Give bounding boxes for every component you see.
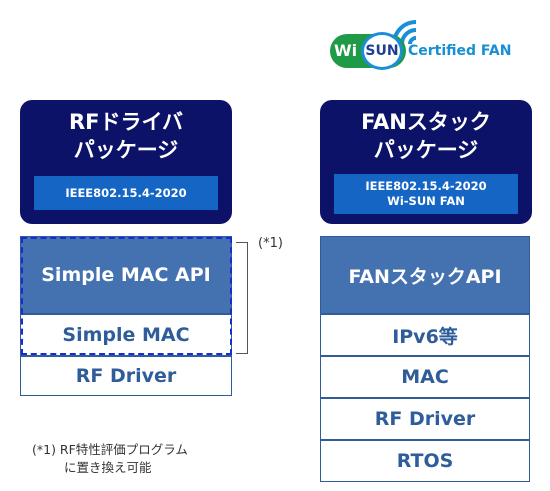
annotation-bracket	[236, 242, 248, 354]
mac-label: MAC	[401, 366, 449, 388]
wi-sun-certified-fan-logo: Wi SUN Certified FAN	[330, 18, 520, 76]
rf-driver-package-title-1: RFドライバ	[68, 110, 184, 134]
footnote-line-2: に置き換え可能	[64, 460, 152, 475]
fan-stack-package-title-1: FANスタック	[361, 110, 491, 134]
logo-sun-text: SUN	[365, 43, 399, 59]
logo-wi-text: Wi	[334, 41, 358, 60]
fan-stack-standard-2: Wi-SUN FAN	[387, 194, 465, 208]
rf-driver-package: RFドライバ パッケージ IEEE802.15.4-2020	[20, 100, 232, 224]
fan-stack-api-label: FANスタックAPI	[348, 265, 502, 288]
left-rf-driver-layer: RF Driver	[20, 356, 232, 396]
footnote-line-1: (*1) RF特性評価プログラム	[32, 442, 188, 457]
ipv6-layer: IPv6等	[320, 314, 530, 356]
left-rf-driver-label: RF Driver	[75, 365, 177, 387]
simple-mac-api-label: Simple MAC API	[41, 264, 211, 286]
right-rf-driver-layer: RF Driver	[320, 398, 530, 440]
logo-certified-text: Certified FAN	[408, 43, 512, 59]
rtos-layer: RTOS	[320, 440, 530, 482]
mac-layer: MAC	[320, 356, 530, 398]
right-rf-driver-label: RF Driver	[374, 408, 476, 430]
annotation-marker: (*1)	[258, 236, 283, 251]
fan-stack-standard-box: IEEE802.15.4-2020 Wi-SUN FAN	[334, 174, 518, 214]
fan-stack-api-layer: FANスタックAPI	[320, 236, 530, 314]
logo-sun-circle	[361, 32, 403, 70]
simple-mac-api-layer: Simple MAC API	[20, 236, 232, 314]
rf-driver-package-title-2: パッケージ	[73, 138, 179, 162]
rtos-label: RTOS	[396, 450, 454, 472]
ipv6-label: IPv6等	[392, 325, 458, 348]
simple-mac-layer: Simple MAC	[20, 314, 232, 356]
fan-stack-standard-1: IEEE802.15.4-2020	[365, 179, 487, 193]
fan-stack-package: FANスタック パッケージ IEEE802.15.4-2020 Wi-SUN F…	[320, 100, 532, 224]
rf-driver-standard-box: IEEE802.15.4-2020	[34, 176, 218, 210]
fan-stack-package-title-2: パッケージ	[373, 138, 479, 162]
simple-mac-label: Simple MAC	[62, 324, 190, 346]
rf-driver-standard: IEEE802.15.4-2020	[65, 185, 187, 200]
